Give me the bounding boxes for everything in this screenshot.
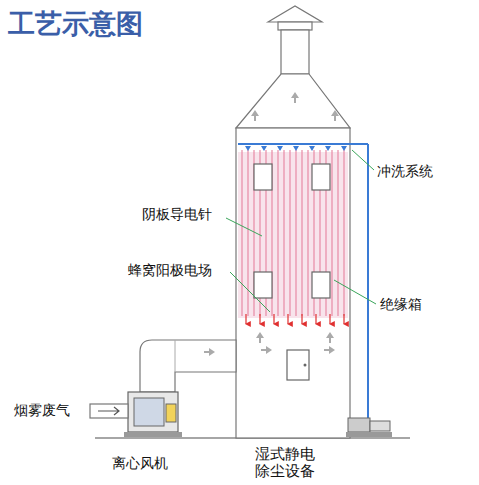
- inlet-label: 烟雾废气: [14, 402, 70, 419]
- part-label: 绝缘箱: [380, 296, 422, 313]
- centrifugal-fan: [128, 392, 178, 432]
- precipitator-body: [236, 128, 350, 438]
- cathode-wires: [242, 150, 344, 316]
- spray-header: [238, 143, 368, 145]
- window: [312, 164, 330, 190]
- equipment-label: 湿式静电 除尘设备: [252, 446, 318, 481]
- cap-collar: [278, 22, 312, 30]
- door-handle: [304, 364, 307, 367]
- chimney-pipe: [281, 30, 309, 74]
- diagram-title: 工艺示意图: [8, 6, 143, 42]
- pump: [348, 418, 370, 432]
- access-door: [287, 350, 309, 380]
- cone-hood: [236, 74, 350, 128]
- window: [254, 272, 272, 298]
- fan-base: [124, 432, 182, 437]
- duct-joint: [175, 340, 176, 372]
- flow-arrows-red: [246, 314, 344, 324]
- inlet-arrow: [98, 407, 119, 415]
- inlet-pipe: [90, 404, 128, 418]
- inlet-duct: [140, 340, 236, 392]
- pump-motor: [370, 421, 390, 431]
- fan-housing: [134, 398, 164, 426]
- chimney-cap: [268, 6, 322, 22]
- window: [254, 164, 272, 190]
- wash-pipe: [358, 144, 368, 424]
- part-label: 冲洗系统: [377, 163, 433, 180]
- fan-motor: [166, 404, 176, 422]
- pump-base: [346, 432, 392, 437]
- window: [312, 272, 330, 298]
- flow-arrows-gray: [204, 92, 339, 356]
- part-label: 蜂窝阳极电场: [128, 262, 212, 279]
- leader-lines: [226, 150, 376, 312]
- fan-label: 离心风机: [112, 455, 168, 472]
- spray-nozzles: [245, 146, 347, 151]
- part-label: 阴板导电针: [142, 206, 212, 223]
